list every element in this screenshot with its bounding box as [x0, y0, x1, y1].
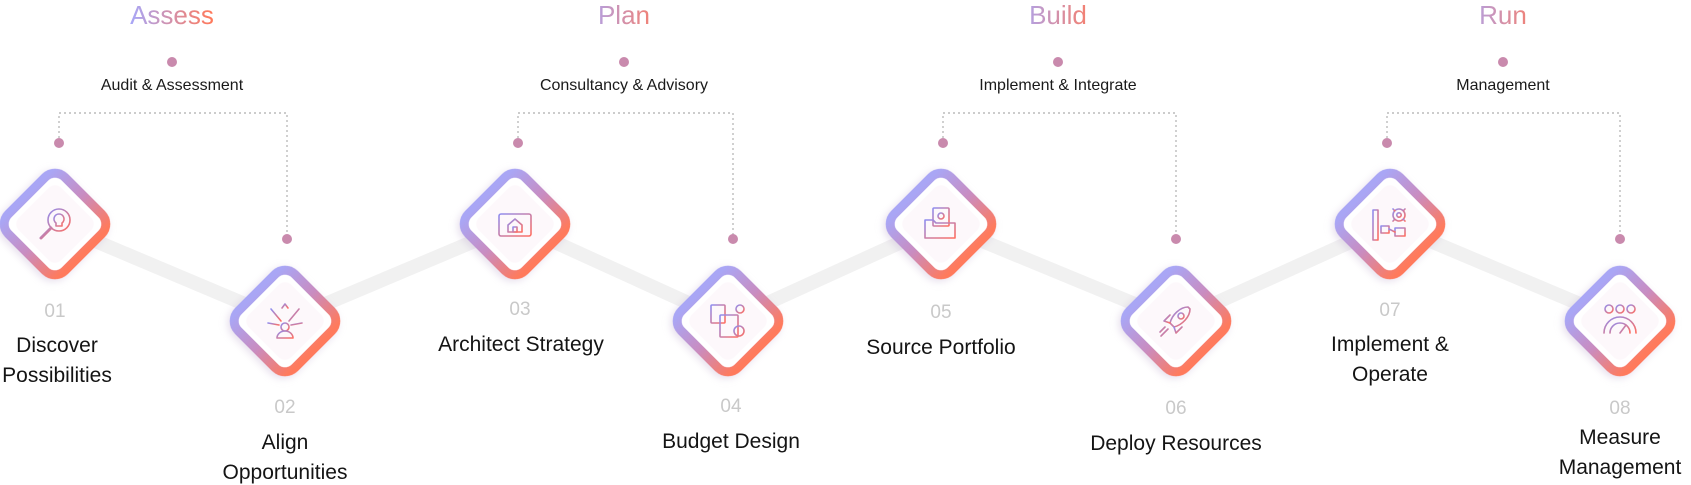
phase-title: Plan: [598, 0, 650, 30]
connector-dot: [282, 234, 292, 244]
connector-dot: [513, 138, 523, 148]
gear-flowchart-icon: [1372, 205, 1409, 241]
connector-dot: [1382, 138, 1392, 148]
step-number: 08: [1609, 398, 1630, 419]
rocket-icon: [1159, 306, 1191, 337]
step-label: Budget Design: [662, 430, 800, 453]
phase-connector: [517, 112, 734, 239]
phase-subtitle: Management: [1456, 77, 1550, 94]
step-label: Architect Strategy: [438, 333, 604, 356]
lightbulb-search-icon: [39, 208, 71, 240]
step-number: 03: [509, 299, 530, 320]
blueprint-house-icon: [498, 207, 532, 241]
budget-calculator-icon: [710, 304, 745, 338]
connector-dot: [1615, 234, 1625, 244]
step-label: Opportunities: [223, 461, 348, 484]
phase-subtitle: Consultancy & Advisory: [540, 77, 708, 94]
phase-connectors: [54, 112, 1625, 244]
step-label: Align: [262, 431, 309, 454]
step-label: Possibilities: [2, 364, 112, 387]
step-label: Discover: [16, 334, 98, 357]
phase-subtitle: Audit & Assessment: [101, 77, 244, 94]
step-number: 01: [44, 301, 65, 322]
phase-title: Build: [1029, 0, 1087, 30]
phase-dot: [167, 57, 177, 67]
phase-subtitle: Implement & Integrate: [979, 77, 1137, 94]
phase-dot: [1498, 57, 1508, 67]
step-label: Management: [1559, 456, 1682, 479]
connector-dot: [1171, 234, 1181, 244]
connector-dot: [54, 138, 64, 148]
step-label: Deploy Resources: [1090, 432, 1262, 455]
phase-connector: [1386, 112, 1621, 239]
step-number: 04: [720, 396, 742, 417]
step-label: Operate: [1352, 363, 1428, 386]
folder-portfolio-icon: [924, 207, 956, 239]
step-label: Implement &: [1331, 333, 1449, 356]
phase-connector: [942, 112, 1177, 239]
phase-title: Assess: [130, 0, 214, 30]
connector-dot: [938, 138, 948, 148]
step-number: 07: [1379, 300, 1400, 321]
step-number: 06: [1165, 398, 1186, 419]
phase-title: Run: [1479, 0, 1527, 30]
gauge-dashboard-icon: [1603, 304, 1637, 334]
person-arrows-icon: [267, 303, 303, 339]
step-number: 02: [274, 397, 295, 418]
step-label: Measure: [1579, 426, 1661, 449]
phase-connector: [58, 112, 288, 239]
phase-dot: [619, 57, 629, 67]
step-number: 05: [930, 302, 951, 323]
step-label: Source Portfolio: [866, 336, 1015, 359]
connector-dot: [728, 234, 738, 244]
phase-dot: [1053, 57, 1063, 67]
